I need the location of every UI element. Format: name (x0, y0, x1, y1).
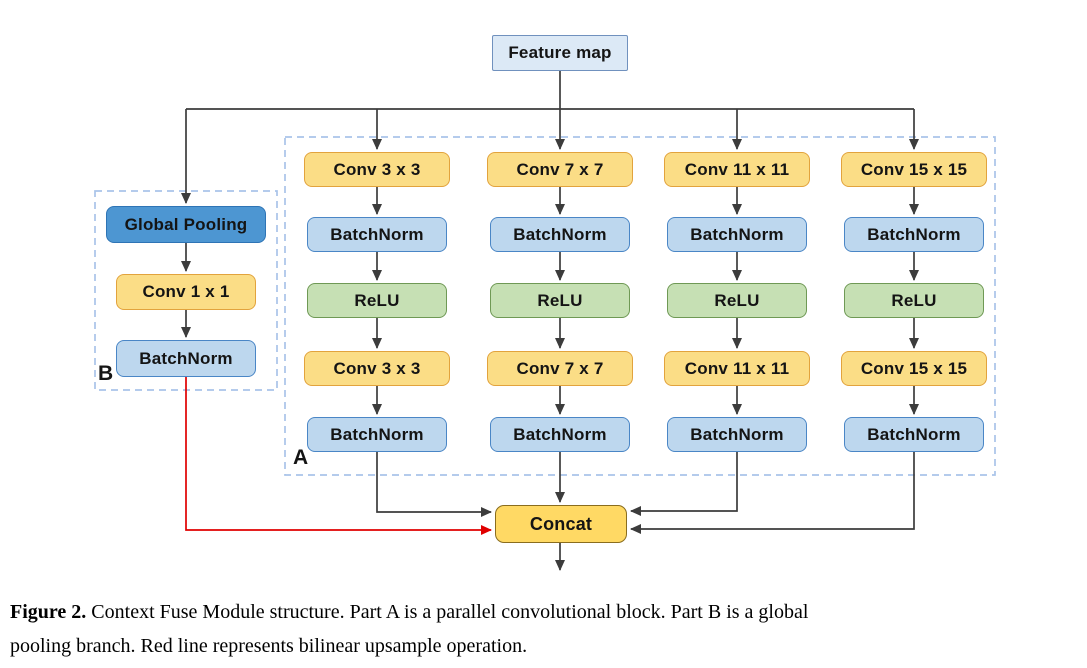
node-col4-conv-top: Conv 15 x 15 (841, 152, 987, 187)
node-col3-conv-top: Conv 11 x 11 (664, 152, 810, 187)
figure-caption: Figure 2. Context Fuse Module structure.… (10, 595, 1082, 663)
wire-col4-to-concat (630, 452, 915, 534)
node-col2-batchnorm-top: BatchNorm (490, 217, 630, 252)
caption-line-2: pooling branch. Red line represents bili… (10, 635, 528, 657)
node-col1-conv-top: Conv 3 x 3 (304, 152, 450, 187)
node-b-conv-1x1: Conv 1 x 1 (116, 274, 256, 310)
black-wires (181, 71, 919, 571)
node-col3-batchnorm-bottom: BatchNorm (667, 417, 807, 452)
part-a-boundary (284, 136, 996, 476)
node-col2-relu: ReLU (490, 283, 630, 318)
wire-col1-to-concat (376, 452, 492, 517)
node-col2-conv-top: Conv 7 x 7 (487, 152, 633, 187)
caption-line-1: Figure 2. Context Fuse Module structure.… (10, 595, 1082, 629)
node-col2-conv-bottom: Conv 7 x 7 (487, 351, 633, 386)
node-col1-relu: ReLU (307, 283, 447, 318)
node-col4-relu: ReLU (844, 283, 984, 318)
node-col3-relu: ReLU (667, 283, 807, 318)
node-col1-batchnorm-top: BatchNorm (307, 217, 447, 252)
node-col1-batchnorm-bottom: BatchNorm (307, 417, 447, 452)
node-col4-batchnorm-bottom: BatchNorm (844, 417, 984, 452)
caption-figure-number: Figure 2. (10, 601, 87, 623)
node-b-batchnorm: BatchNorm (116, 340, 256, 377)
node-col1-conv-bottom: Conv 3 x 3 (304, 351, 450, 386)
node-col4-conv-bottom: Conv 15 x 15 (841, 351, 987, 386)
part-b-label: B (98, 362, 114, 385)
node-col3-batchnorm-top: BatchNorm (667, 217, 807, 252)
wire-col3-to-concat (630, 452, 738, 516)
node-b-global-pooling: Global Pooling (106, 206, 266, 243)
node-concat: Concat (495, 505, 627, 543)
caption-text-1: Context Fuse Module structure. Part A is… (86, 601, 809, 623)
bilinear-upsample-wire (185, 377, 492, 535)
node-col3-conv-bottom: Conv 11 x 11 (664, 351, 810, 386)
node-col2-batchnorm-bottom: BatchNorm (490, 417, 630, 452)
part-a-label: A (293, 446, 309, 469)
node-feature-map: Feature map (492, 35, 628, 71)
node-col4-batchnorm-top: BatchNorm (844, 217, 984, 252)
